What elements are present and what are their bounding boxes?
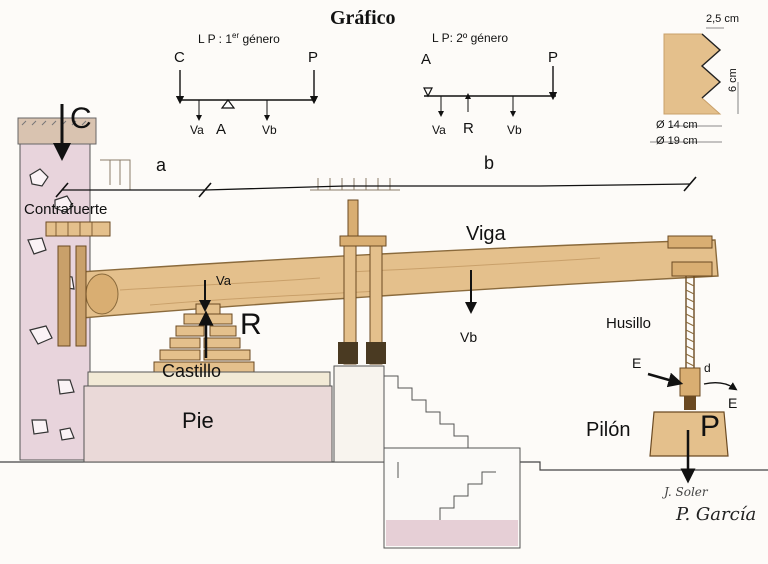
center-posts (338, 199, 387, 365)
pilon-stone (649, 411, 729, 484)
dim-outer-diameter: Ø 19 cm (656, 136, 698, 147)
label-d: d (704, 361, 711, 375)
dim-inner-diameter-prefix: Ø (656, 119, 665, 131)
label-pilon: Pilón (586, 419, 631, 441)
label-castillo: Castillo (162, 361, 222, 381)
dim-outer-diameter-value: 19 cm (667, 135, 698, 147)
dim-thread-pitch: 6 cm (727, 68, 739, 92)
label-segment-a: a (156, 155, 167, 175)
lever1-heading-sup: er (232, 31, 240, 40)
lever1-label-va: Va (190, 123, 204, 137)
span-dimension-line (55, 176, 697, 198)
dim-inner-diameter: Ø 14 cm (656, 120, 698, 131)
dim-inner-diameter-value: 14 cm (667, 119, 698, 131)
signature-1: J. Soler (664, 485, 708, 499)
lever2-label-va: Va (432, 123, 446, 137)
thread-detail (650, 27, 739, 143)
dim-outer-diameter-prefix: Ø (656, 135, 665, 147)
dim-thread-width: 2,5 cm (706, 13, 740, 25)
lever2-label-r: R (463, 120, 474, 137)
husillo-screw (647, 235, 738, 410)
lever2-label-p: P (548, 49, 559, 66)
label-husillo: Husillo (606, 315, 652, 332)
lever2-heading: L P: 2º género (432, 31, 508, 45)
lever1-label-p: P (308, 49, 319, 66)
lever2-schematic (423, 66, 558, 117)
lever2-label-vb: Vb (507, 123, 522, 137)
beam-viga (79, 239, 719, 319)
label-pie: Pie (182, 408, 214, 433)
lever1-label-c: C (174, 49, 185, 66)
stairs-and-cistern (333, 365, 521, 549)
lever1-label-a: A (216, 121, 227, 138)
label-e-left: E (632, 355, 642, 371)
dim-thread-pitch-text: 6 cm (727, 68, 739, 92)
pie-base (83, 371, 333, 463)
lever1-schematic (175, 70, 319, 121)
label-viga: Viga (466, 223, 506, 245)
lever1-heading-post: género (239, 32, 280, 46)
page-title: Gráfico (330, 7, 396, 29)
label-contrafuerte: Contrafuerte (24, 201, 108, 218)
lever1-heading-pre: L P : 1 (198, 32, 233, 46)
label-r: R (240, 308, 262, 341)
label-va: Va (216, 273, 231, 288)
lever2-label-a: A (421, 51, 432, 68)
label-segment-b: b (484, 153, 495, 173)
signature-2: P. García (676, 504, 757, 525)
lever1-heading: L P : 1er género (198, 31, 280, 46)
lever1-label-vb: Vb (262, 123, 277, 137)
castillo-stack (153, 303, 255, 373)
label-e-right: E (728, 395, 738, 411)
label-c-big: C (70, 102, 92, 135)
label-p: P (700, 410, 721, 443)
label-vb: Vb (460, 329, 478, 345)
ceiling-thatch (100, 159, 400, 191)
pivot-frame (57, 245, 87, 347)
